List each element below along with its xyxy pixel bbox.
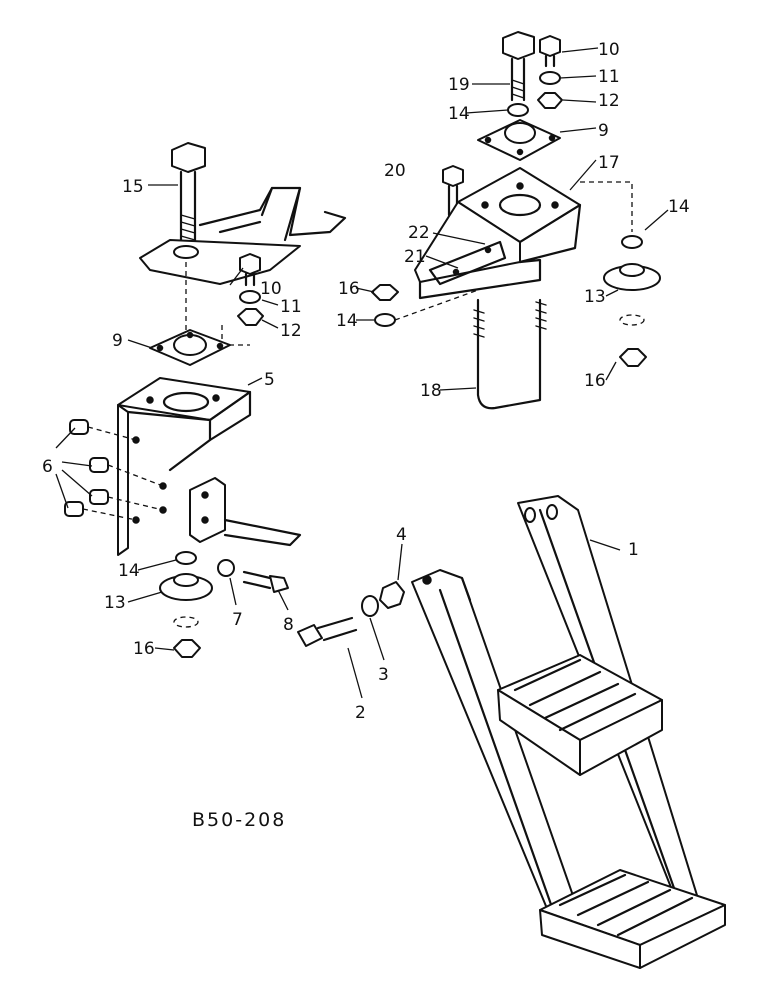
drawing-code: B50-208 bbox=[192, 809, 286, 831]
callout-label: 21 bbox=[404, 247, 426, 267]
callout-label: 2 bbox=[355, 703, 366, 723]
bolt-2 bbox=[297, 616, 358, 647]
callout-label: 9 bbox=[112, 331, 123, 351]
callout-label: 22 bbox=[408, 223, 430, 243]
callout-label: 14 bbox=[118, 561, 140, 581]
callout-labels: 1 2 3 4 5 6 7 8 9 9 10 10 11 11 12 12 13… bbox=[42, 40, 690, 723]
nut-4 bbox=[379, 581, 405, 609]
callout-label: 6 bbox=[42, 457, 53, 477]
bolt-10-right bbox=[539, 35, 561, 68]
callout-label: 16 bbox=[338, 279, 360, 299]
rubber-mount-13-left bbox=[159, 573, 213, 601]
callout-label: 11 bbox=[280, 297, 302, 317]
right-mount-assembly bbox=[371, 31, 661, 410]
spacers-6 bbox=[64, 419, 164, 521]
callout-label: 15 bbox=[122, 177, 144, 197]
u-bolt-18 bbox=[473, 298, 547, 410]
nut-16-right-lower bbox=[619, 348, 647, 367]
callout-label: 14 bbox=[336, 311, 358, 331]
lower-step bbox=[539, 869, 726, 969]
callout-label: 14 bbox=[668, 197, 690, 217]
callout-label: 12 bbox=[598, 91, 620, 111]
bracket-5 bbox=[117, 377, 252, 556]
bolt-8 bbox=[242, 570, 289, 593]
nut-12-left bbox=[237, 308, 264, 326]
callout-label: 20 bbox=[384, 161, 406, 181]
rubber-mount-9-left bbox=[149, 329, 231, 366]
callout-label: 12 bbox=[280, 321, 302, 341]
callout-label: 5 bbox=[264, 370, 275, 390]
bolt-15 bbox=[171, 142, 206, 247]
washer-14-right bbox=[621, 235, 643, 249]
left-mount-assembly bbox=[64, 142, 347, 658]
callout-label: 8 bbox=[283, 615, 294, 635]
leader-lines bbox=[55, 47, 669, 699]
nut-16-right-upper bbox=[371, 284, 399, 301]
callout-label: 11 bbox=[598, 67, 620, 87]
rubber-mount-9-right bbox=[477, 119, 561, 161]
washer-15 bbox=[173, 245, 199, 259]
callout-label: 10 bbox=[598, 40, 620, 60]
washer-7 bbox=[217, 559, 235, 577]
nut-16-left bbox=[173, 639, 201, 658]
callout-label: 17 bbox=[598, 153, 620, 173]
callout-label: 14 bbox=[448, 104, 470, 124]
center-hardware bbox=[297, 581, 405, 647]
callout-label: 1 bbox=[628, 540, 639, 560]
callout-label: 4 bbox=[396, 525, 407, 545]
washer-14-right-top bbox=[507, 103, 529, 117]
bolt-19 bbox=[502, 31, 535, 102]
callout-label: 16 bbox=[133, 639, 155, 659]
washer-14-right-left bbox=[374, 313, 396, 327]
bolt-10-left bbox=[239, 253, 261, 287]
callout-label: 10 bbox=[260, 279, 282, 299]
nut-12-right bbox=[537, 92, 563, 109]
washer-11-left bbox=[239, 290, 261, 304]
callout-label: 9 bbox=[598, 121, 609, 141]
callout-label: 18 bbox=[420, 381, 442, 401]
washer-11-right bbox=[539, 71, 561, 85]
callout-label: 13 bbox=[584, 287, 606, 307]
rubber-mount-13-right bbox=[603, 263, 661, 291]
block-17 bbox=[414, 167, 582, 300]
callout-label: 19 bbox=[448, 75, 470, 95]
washer-14-left bbox=[175, 551, 197, 565]
callout-label: 13 bbox=[104, 593, 126, 613]
callout-label: 16 bbox=[584, 371, 606, 391]
step-ladder-1 bbox=[411, 495, 726, 969]
callout-label: 7 bbox=[232, 610, 243, 630]
washer-3 bbox=[361, 595, 379, 617]
angle-bracket bbox=[189, 477, 302, 547]
upper-step bbox=[497, 654, 663, 776]
callout-label: 3 bbox=[378, 665, 389, 685]
